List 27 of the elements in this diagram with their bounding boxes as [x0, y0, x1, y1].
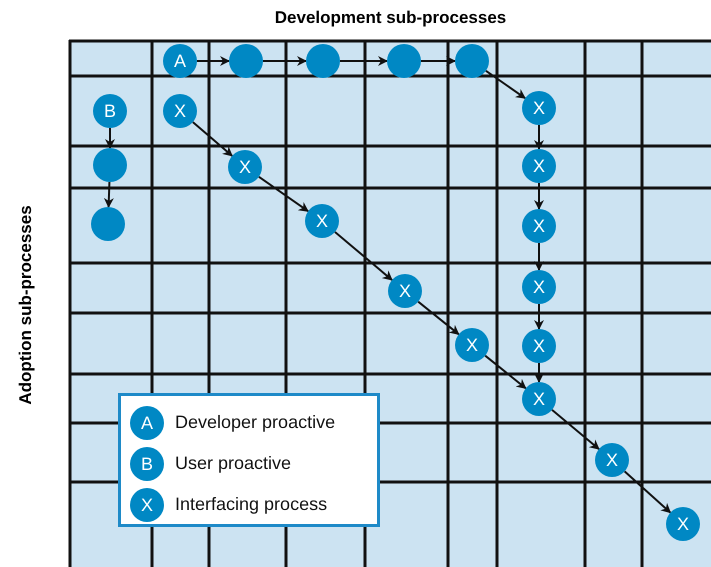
arrow [534, 363, 544, 383]
arrow [105, 128, 115, 149]
arrow [192, 121, 233, 157]
axis-title: Development sub-processes [274, 8, 508, 28]
arrow [624, 470, 672, 514]
legend-symbol: X [130, 488, 164, 522]
arrow [534, 125, 544, 150]
arrow [104, 182, 114, 208]
arrow [263, 56, 307, 66]
arrow [421, 56, 456, 66]
arrow [418, 300, 460, 336]
arrow [197, 56, 230, 66]
arrow [551, 409, 600, 450]
legend-symbol: A [130, 406, 164, 440]
arrow [484, 354, 527, 390]
arrow [534, 304, 544, 330]
legend-text: User proactive [175, 453, 292, 474]
arrow [534, 243, 544, 271]
arrow [334, 231, 393, 281]
legend-text: Developer proactive [175, 412, 336, 433]
legend-symbol: B [130, 447, 164, 481]
legend-text: Interfacing process [175, 494, 328, 515]
axis-title: Adoption sub-processes [16, 205, 36, 405]
arrow [340, 56, 388, 66]
arrow [485, 70, 526, 100]
arrow [258, 176, 309, 212]
arrow [534, 183, 544, 210]
